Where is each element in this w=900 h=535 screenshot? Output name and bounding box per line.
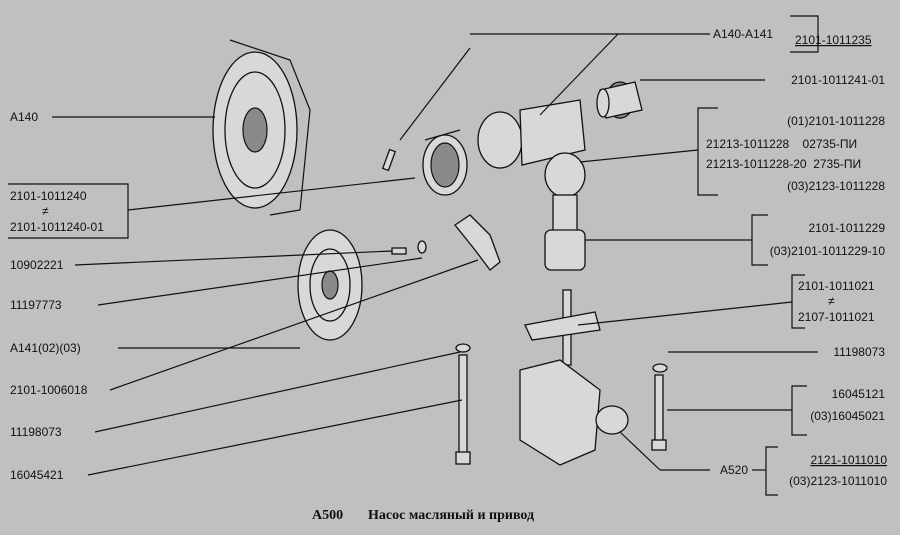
label-a141: A141(02)(03) (10, 341, 81, 355)
label-gear-drive-1: (01)2101-1011228 (787, 114, 885, 128)
label-pump-shaft-neq: ≠ (828, 294, 835, 308)
label-gear-drive-2: 21213-1011228 02735-ПИ (706, 137, 857, 151)
small-bolt (391, 240, 427, 255)
label-plate: 2101-1006018 (10, 383, 88, 397)
sprocket-large (212, 39, 311, 216)
label-bushing: 2101-1011241-01 (791, 73, 885, 87)
label-pump-1: 2121-1011010 (810, 453, 887, 467)
stud-right (651, 363, 668, 451)
caption-title: Насос масляный и привод (368, 508, 534, 523)
label-pump-2: (03)2123-1011010 (789, 474, 887, 488)
label-a520: A520 (720, 463, 748, 477)
oil-pump (519, 289, 629, 466)
label-bolt-right-1: 16045121 (832, 387, 886, 401)
label-drive-shaft-2: (03)2101-1011229-10 (770, 244, 886, 258)
label-washer: 11197773 (10, 298, 62, 312)
label-bolt: 10902221 (10, 258, 64, 272)
stud-left (455, 343, 471, 465)
sleeve-ring (422, 129, 468, 196)
label-gear-drive-4: (03)2123-1011228 (787, 179, 885, 193)
label-bolt-right-2: (03)16045021 (810, 409, 885, 423)
label-gear-drive-3: 21213-1011228-20 2735-ПИ (706, 157, 861, 171)
bushing (596, 81, 643, 119)
pin (381, 148, 397, 172)
label-gear-1: 2101-1011240 (10, 189, 87, 203)
caption-code: A500 (312, 508, 343, 523)
label-a140: A140 (10, 110, 38, 124)
gear-drive (544, 152, 586, 271)
label-gear-2: 2101-1011240-01 (10, 220, 104, 234)
label-drive-shaft-1: 2101-1011229 (808, 221, 885, 235)
sprocket-small (297, 229, 363, 341)
bracket-plate (454, 214, 501, 271)
label-pump-shaft-2: 2107-1011021 (798, 310, 875, 324)
label-washer2: 11198073 (10, 425, 62, 439)
label-a140-a141: A140-A141 (713, 27, 773, 41)
label-stud: 16045421 (10, 468, 64, 482)
label-pump-shaft-1: 2101-1011021 (798, 279, 875, 293)
label-shaft: 2101-1011235 (795, 33, 872, 47)
label-neq: ≠ (42, 204, 49, 218)
label-washer-right: 11198073 (833, 345, 885, 359)
leader-lines (8, 15, 819, 496)
